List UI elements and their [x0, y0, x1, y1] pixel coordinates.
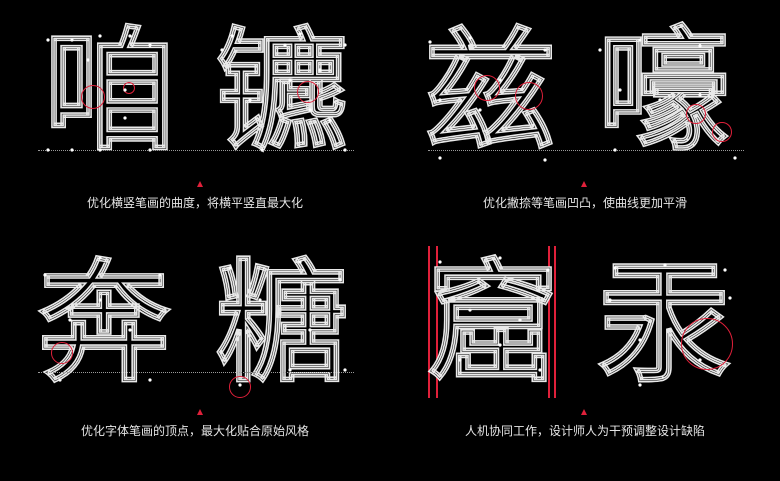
panel-4: 窟 汞 人机协同工作，设计师人为干预调整设计缺陷 [390, 232, 780, 472]
caption: 优化字体笔画的顶点，最大化贴合原始风格 [80, 424, 309, 438]
vertical-guide [548, 246, 550, 398]
baseline-guide [428, 150, 744, 151]
panel-3: 奔 糖 优化字体笔画的顶点，最大化贴合原始风格 [0, 232, 390, 472]
caption-marker [197, 181, 203, 187]
caption: 优化撇捺等笔画凹凸，使曲线更加平滑 [482, 196, 687, 210]
highlight-circle [51, 342, 73, 364]
caption-marker [581, 181, 587, 187]
baseline-guide [38, 372, 354, 373]
glyph-hao: 嚎 [597, 15, 731, 169]
highlight-circle [229, 376, 251, 398]
panel-2: 兹 嚎 优化撇捺等笔画凹凸，使曲线更加平滑 [390, 0, 780, 240]
caption: 人机协同工作，设计师人为干预调整设计缺陷 [464, 424, 705, 438]
highlight-circle [474, 75, 500, 101]
panel-1: 咱 镳 优化横竖笔画的曲度，将横平竖直最大化 [0, 0, 390, 240]
vertical-guide [428, 246, 430, 398]
highlight-circle [686, 104, 706, 124]
vertical-guide [554, 246, 556, 398]
vertical-guide [436, 246, 438, 398]
highlight-circle [712, 122, 732, 142]
highlight-circle [515, 82, 543, 110]
highlight-circle [81, 85, 105, 109]
glyph-tang: 糖 [215, 247, 349, 401]
caption: 优化横竖笔画的曲度，将横平竖直最大化 [86, 196, 303, 210]
highlight-circle [123, 82, 135, 94]
highlight-circle [681, 318, 733, 370]
glyph-biao: 镳 [215, 15, 349, 169]
glyph-ben: 奔 [37, 247, 171, 401]
glyph-ku: 窟 [426, 247, 560, 401]
highlight-circle [297, 81, 319, 103]
glyph-zan: 咱 [43, 15, 177, 169]
caption-marker [197, 409, 203, 415]
caption-marker [581, 409, 587, 415]
baseline-guide [38, 150, 354, 151]
